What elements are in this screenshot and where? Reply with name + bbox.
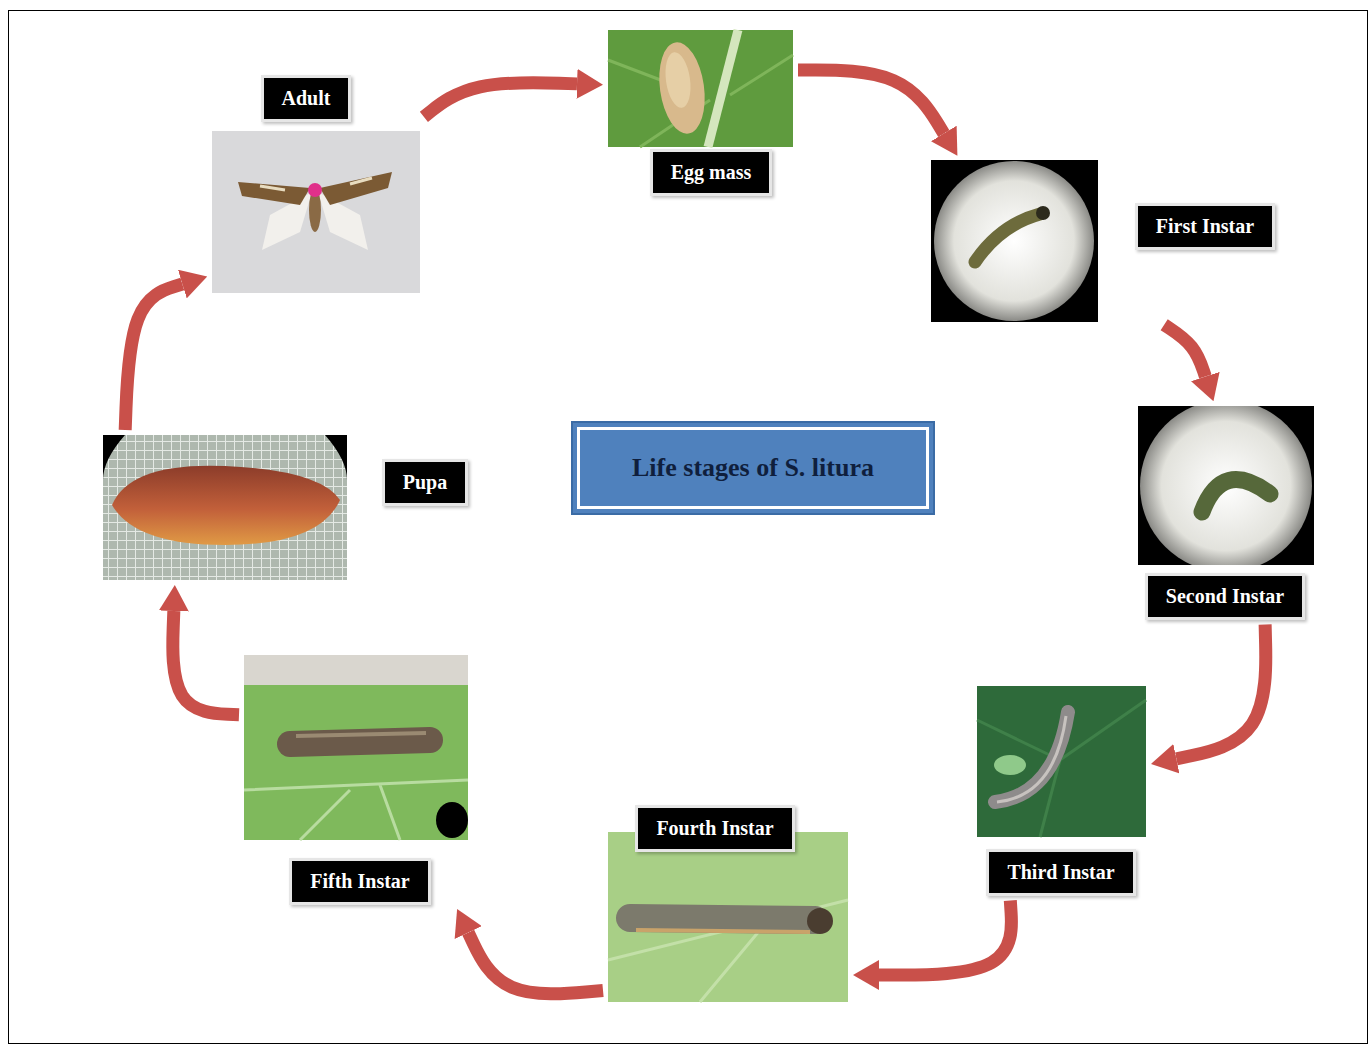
stage-arrow (1176, 624, 1265, 758)
stage-arrow (125, 284, 182, 430)
life-stage: Second Instar (1138, 406, 1314, 620)
stage-name: Adult (282, 87, 331, 110)
outer-frame (9, 11, 1368, 1044)
first-instar-photo (931, 160, 1098, 322)
stage-label: Third Instar (986, 849, 1135, 896)
life-stage: Fifth Instar (244, 655, 468, 905)
stage-label: Egg mass (650, 149, 773, 196)
fourth-instar-photo (608, 832, 848, 1002)
stage-name: Third Instar (1007, 861, 1114, 884)
stage-arrow (879, 900, 1011, 975)
title-text: Life stages of S. litura (632, 453, 874, 483)
life-stage: Fourth Instar (608, 805, 848, 1003)
stage-arrow (173, 611, 239, 715)
stage-label: Fifth Instar (289, 858, 430, 905)
egg-mass-photo (608, 30, 793, 147)
stage-name: Pupa (403, 471, 447, 494)
stage-name: Fifth Instar (310, 870, 409, 893)
stage-name: Egg mass (671, 161, 752, 184)
life-stage: First Instar (931, 160, 1275, 322)
adult-moth-photo (212, 131, 420, 293)
third-instar-photo (977, 686, 1146, 837)
title-box: Life stages of S. litura (571, 421, 935, 515)
life-stage: Egg mass (608, 30, 793, 196)
stage-name: Fourth Instar (656, 817, 773, 840)
stage-label: Second Instar (1145, 573, 1305, 620)
stage-arrow (1164, 325, 1205, 377)
second-instar-photo (1138, 406, 1314, 565)
stage-label: Fourth Instar (635, 805, 794, 852)
stage-label: Adult (261, 75, 352, 122)
stage-name: First Instar (1156, 215, 1254, 238)
life-stage: Third Instar (977, 686, 1146, 896)
stage-name: Second Instar (1166, 585, 1284, 608)
stage-arrow (798, 70, 944, 134)
stage-label: Pupa (382, 459, 468, 506)
life-stage: Pupa (103, 435, 468, 580)
fifth-instar-photo (244, 655, 468, 840)
stage-label: First Instar (1135, 203, 1275, 250)
life-stage: Adult (212, 75, 420, 294)
stage-arrow (424, 83, 577, 117)
pupa-photo (103, 435, 347, 580)
stage-arrow (468, 933, 603, 994)
